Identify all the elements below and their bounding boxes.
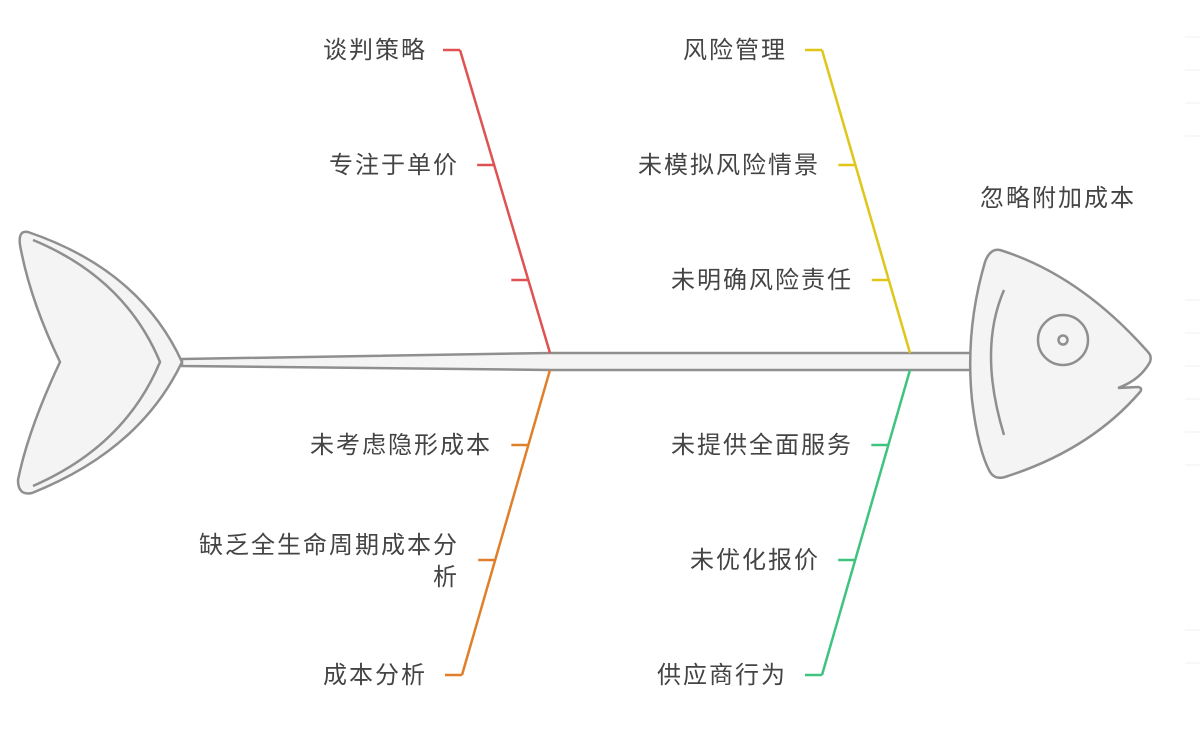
category-bone	[820, 49, 912, 354]
fish-bones	[443, 48, 912, 677]
category-bone	[820, 369, 912, 676]
cause-label: 专注于单价	[329, 151, 459, 179]
cause-label: 未提供全面服务	[671, 431, 853, 459]
category-label-supplier: 供应商行为	[657, 661, 787, 689]
cause-label: 未优化报价	[690, 546, 820, 574]
fish-spine	[180, 351, 974, 372]
fish-tail	[16, 230, 184, 495]
cause-label: 缺乏全生命周期成本分析	[199, 531, 459, 591]
category-label-risk: 风险管理	[683, 36, 787, 64]
fish-tail-inner-line	[32, 238, 162, 488]
fish-gill	[989, 289, 1006, 436]
cause-label: 未明确风险责任	[671, 266, 853, 294]
category-bone	[458, 49, 552, 354]
cause-label: 未考虑隐形成本	[310, 431, 492, 459]
edge-decoration	[1185, 36, 1200, 664]
category-label-negotiation: 谈判策略	[323, 36, 427, 64]
category-bone	[460, 369, 552, 676]
cause-label: 未模拟风险情景	[638, 151, 820, 179]
problem-label: 忽略附加成本	[980, 184, 1136, 212]
category-label-cost: 成本分析	[323, 661, 427, 689]
fish-pupil	[1057, 334, 1069, 346]
